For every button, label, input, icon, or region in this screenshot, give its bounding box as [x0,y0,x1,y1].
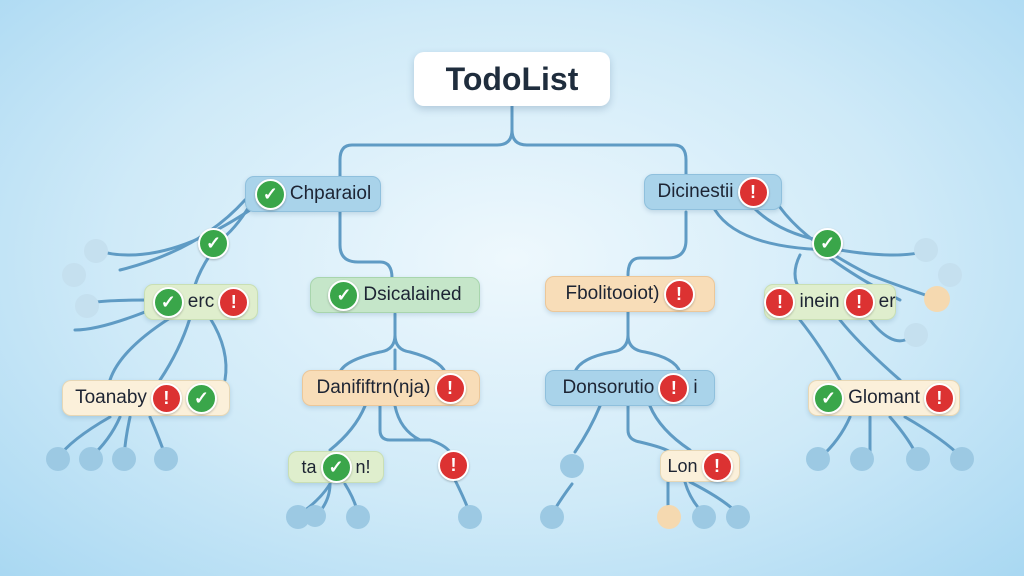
low-node-midright-tail: i [693,377,698,398]
check-icon: ✓ [813,382,845,414]
outer-node-right[interactable]: ! inein ! er [764,284,896,320]
outer-node-right-label: inein [799,291,840,312]
leaf-node [112,447,136,471]
leaf-node [458,505,482,529]
low-node-midright-label: Donsorutio [562,377,655,398]
faint-node [75,294,99,318]
leaf-node [560,454,584,478]
leaf-node [304,505,326,527]
outer-node-left[interactable]: ✓ erc ! [144,284,258,320]
alert-icon: ! [658,372,690,404]
alert-icon: ! [701,450,733,482]
leaf-node [850,447,874,471]
alert-icon: ! [764,286,796,318]
alert-icon: ! [663,278,695,310]
leaf-node [692,505,716,529]
leaf-node-left-label-a: ta [301,456,317,477]
alert-icon: ! [434,372,466,404]
peach-leaf-node [657,505,681,529]
mid-node-right-label: Fbolitooiot) [565,283,660,304]
check-icon: ✓ [198,228,229,259]
low-node-left[interactable]: Toanaby ! ✓ [62,380,230,416]
leaf-node [726,505,750,529]
outer-node-left-label: erc [187,291,215,312]
leaf-node [154,447,178,471]
diagram-title-text: TodoList [445,60,579,97]
check-icon: ✓ [812,228,843,259]
leaf-node-right-label: Lon [667,455,698,476]
leaf-node [346,505,370,529]
low-node-right[interactable]: ✓ Glomant ! [808,380,960,416]
leaf-node [46,447,70,471]
low-node-midleft-label: Danififtrn(nja) [316,377,431,398]
branch-node-left-label: Chparaiol [289,183,372,204]
low-node-left-label: Toanaby [75,387,147,408]
faint-node [84,239,108,263]
check-icon: ✓ [254,178,286,210]
leaf-node [950,447,974,471]
leaf-node-left[interactable]: ta ✓ n! [288,451,384,483]
mid-node-left-label: Dsicalained [363,284,462,305]
branch-node-right[interactable]: Dicinestii ! [644,174,782,210]
alert-icon: ! [438,450,469,481]
check-icon: ✓ [320,451,352,483]
check-icon: ✓ [328,279,360,311]
leaf-node [806,447,830,471]
faint-node [938,263,962,287]
leaf-node [540,505,564,529]
outer-node-right-tail: er [878,291,896,312]
faint-node [904,323,928,347]
branch-node-left[interactable]: ✓ Chparaiol [245,176,381,212]
alert-icon: ! [150,382,182,414]
alert-icon: ! [923,382,955,414]
leaf-node-right[interactable]: Lon ! [660,450,740,482]
peach-node [924,286,950,312]
faint-node [62,263,86,287]
check-icon: ✓ [185,382,217,414]
faint-node [914,238,938,262]
alert-icon: ! [218,286,250,318]
leaf-node [79,447,103,471]
mid-node-left[interactable]: ✓ Dsicalained [310,277,480,313]
mid-node-right[interactable]: Fbolitooiot) ! [545,276,715,312]
alert-icon: ! [843,286,875,318]
low-node-midleft[interactable]: Danififtrn(nja) ! [302,370,480,406]
diagram-title: TodoList [414,52,610,106]
alert-icon: ! [737,176,769,208]
check-icon: ✓ [152,286,184,318]
low-node-midright[interactable]: Donsorutio ! i [545,370,715,406]
leaf-node [906,447,930,471]
branch-node-right-label: Dicinestii [657,181,734,202]
leaf-node-left-label-b: n! [355,456,371,477]
low-node-right-label: Glomant [848,387,920,408]
